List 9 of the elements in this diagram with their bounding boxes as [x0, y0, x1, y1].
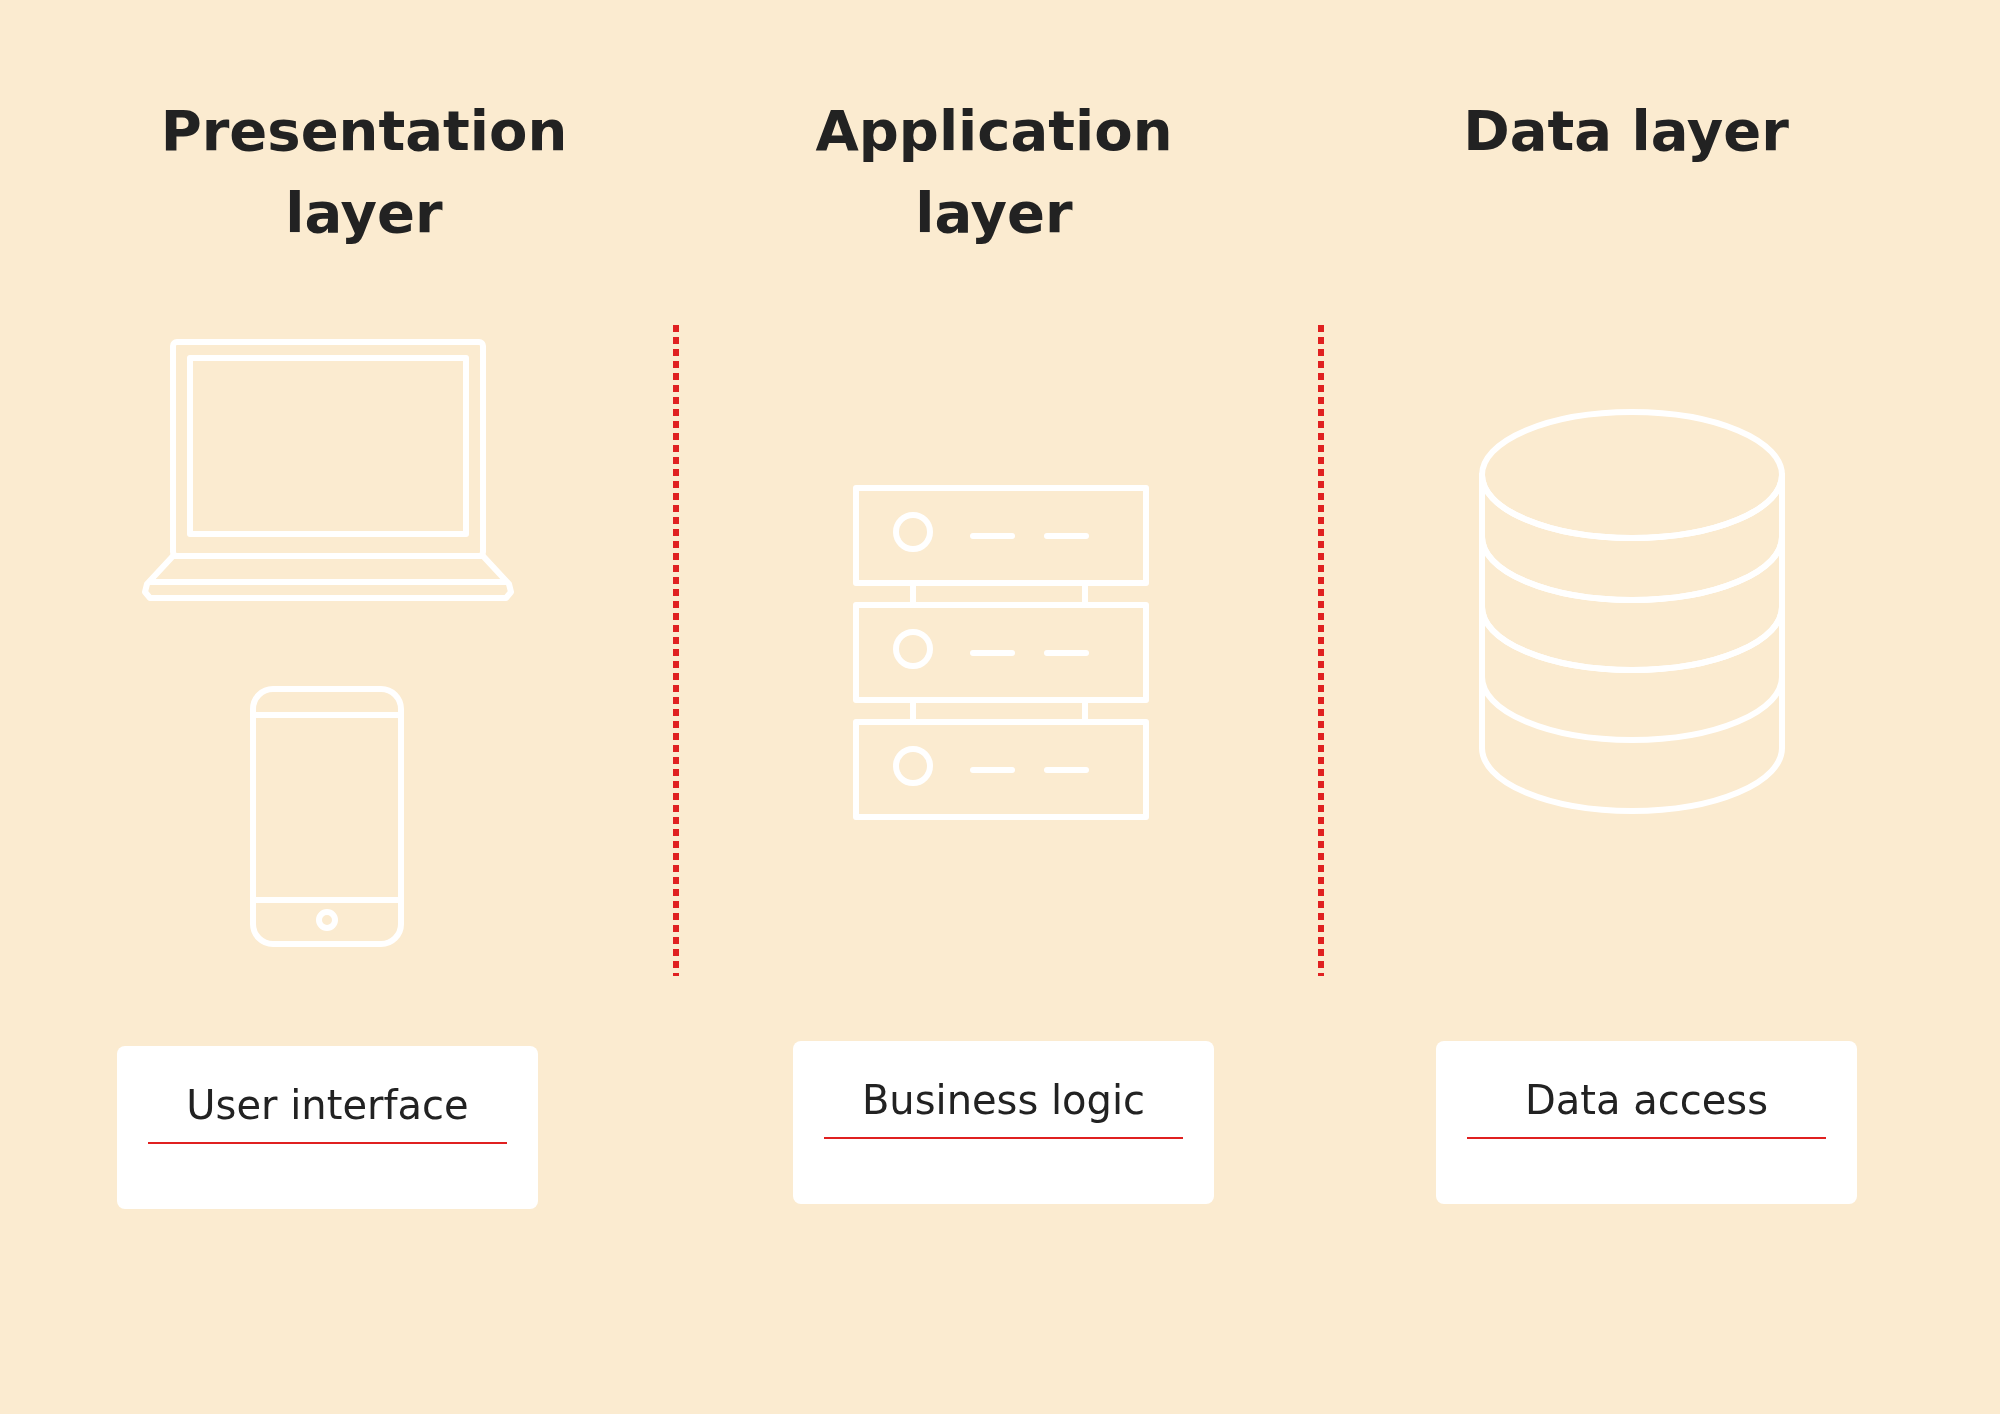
label-card [1436, 1041, 1857, 1204]
column-heading: Data layer [1462, 97, 1790, 165]
card-title: User interface [185, 1082, 470, 1128]
label-card [793, 1041, 1214, 1204]
label-card [117, 1046, 538, 1209]
column-heading: Presentation layer [159, 97, 569, 247]
card-title: Data access [1524, 1077, 1769, 1123]
card-title: Business logic [860, 1077, 1147, 1123]
column-heading: Application layer [814, 97, 1174, 247]
